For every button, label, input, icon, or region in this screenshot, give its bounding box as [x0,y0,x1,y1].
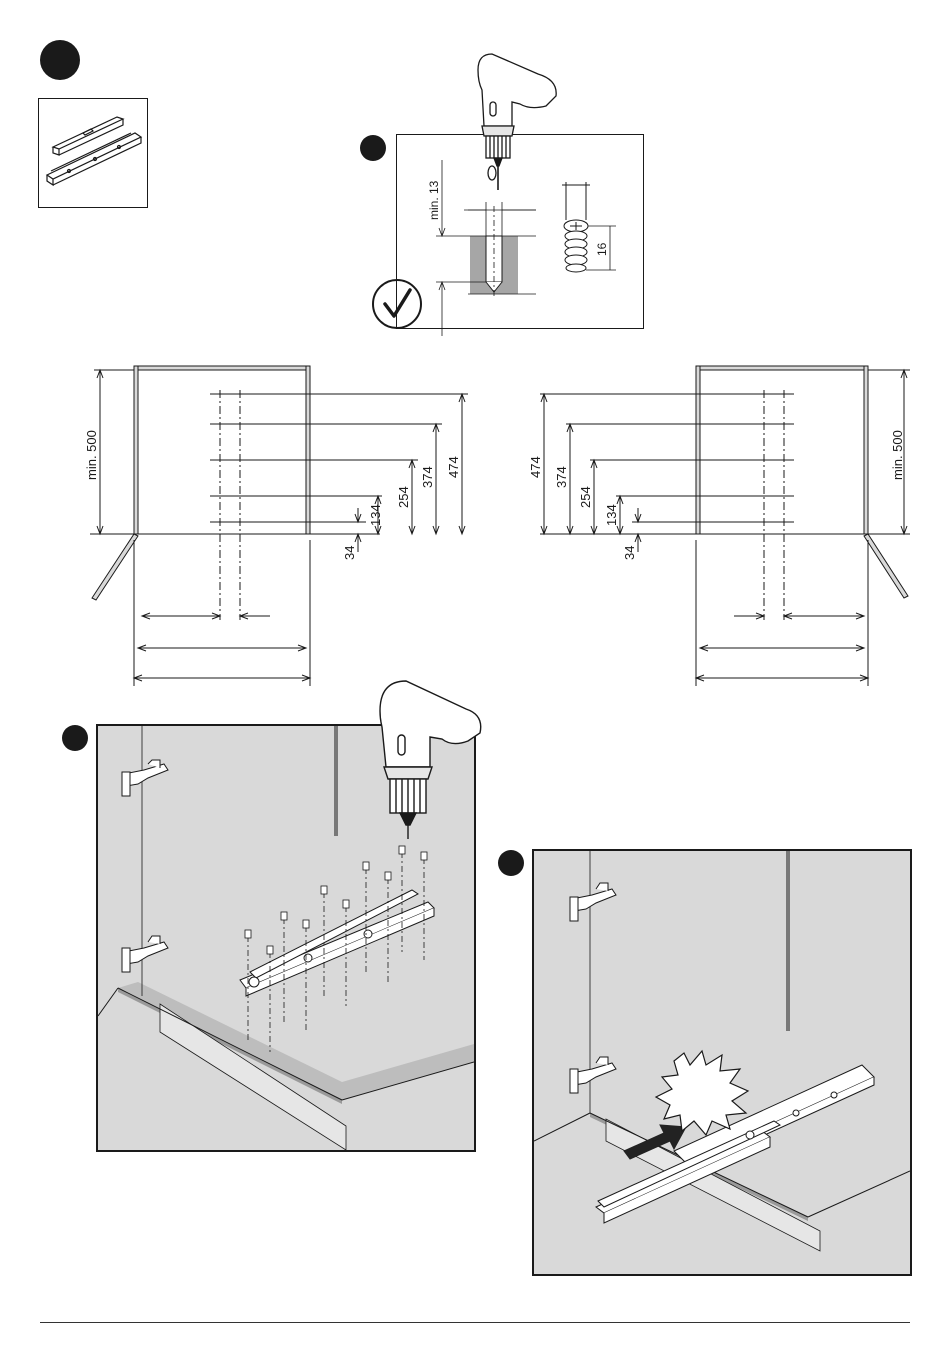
right-min-height-label: min. 500 [890,430,905,480]
left-dim-34: 34 [342,546,357,560]
step-3-marker [62,725,88,751]
left-cabinet-drawing: min. 500 474 374 254 134 34 [80,360,480,690]
left-dim-474: 474 [446,456,461,478]
screw-height-label: 16 [595,242,609,256]
click-in-illustration [534,851,910,1274]
product-thumbnail [38,98,148,208]
right-dim-134: 134 [604,504,619,526]
left-dim-374: 374 [420,466,435,488]
mounting-drill [370,675,490,845]
footer-divider [40,1322,910,1323]
left-min-height-label: min. 500 [84,430,99,480]
runner-rails-illustration [39,99,147,207]
right-cabinet-drawing: min. 500 474 374 254 134 34 [520,360,930,690]
drill-detail-graphic: min. 13 16 [360,40,660,340]
left-dim-254: 254 [396,486,411,508]
drill-icon [380,681,481,839]
drill-icon [478,54,556,190]
min-depth-label: min. 13 [427,180,441,220]
left-dim-134: 134 [368,504,383,526]
right-dim-254: 254 [578,486,593,508]
right-dim-34: 34 [622,546,637,560]
step-1-marker [40,40,80,80]
right-dim-374: 374 [554,466,569,488]
screw-icon [562,182,590,272]
click-in-panel [532,849,912,1276]
step-4-marker [498,850,524,876]
checkmark-icon [373,280,421,328]
right-dim-474: 474 [528,456,543,478]
